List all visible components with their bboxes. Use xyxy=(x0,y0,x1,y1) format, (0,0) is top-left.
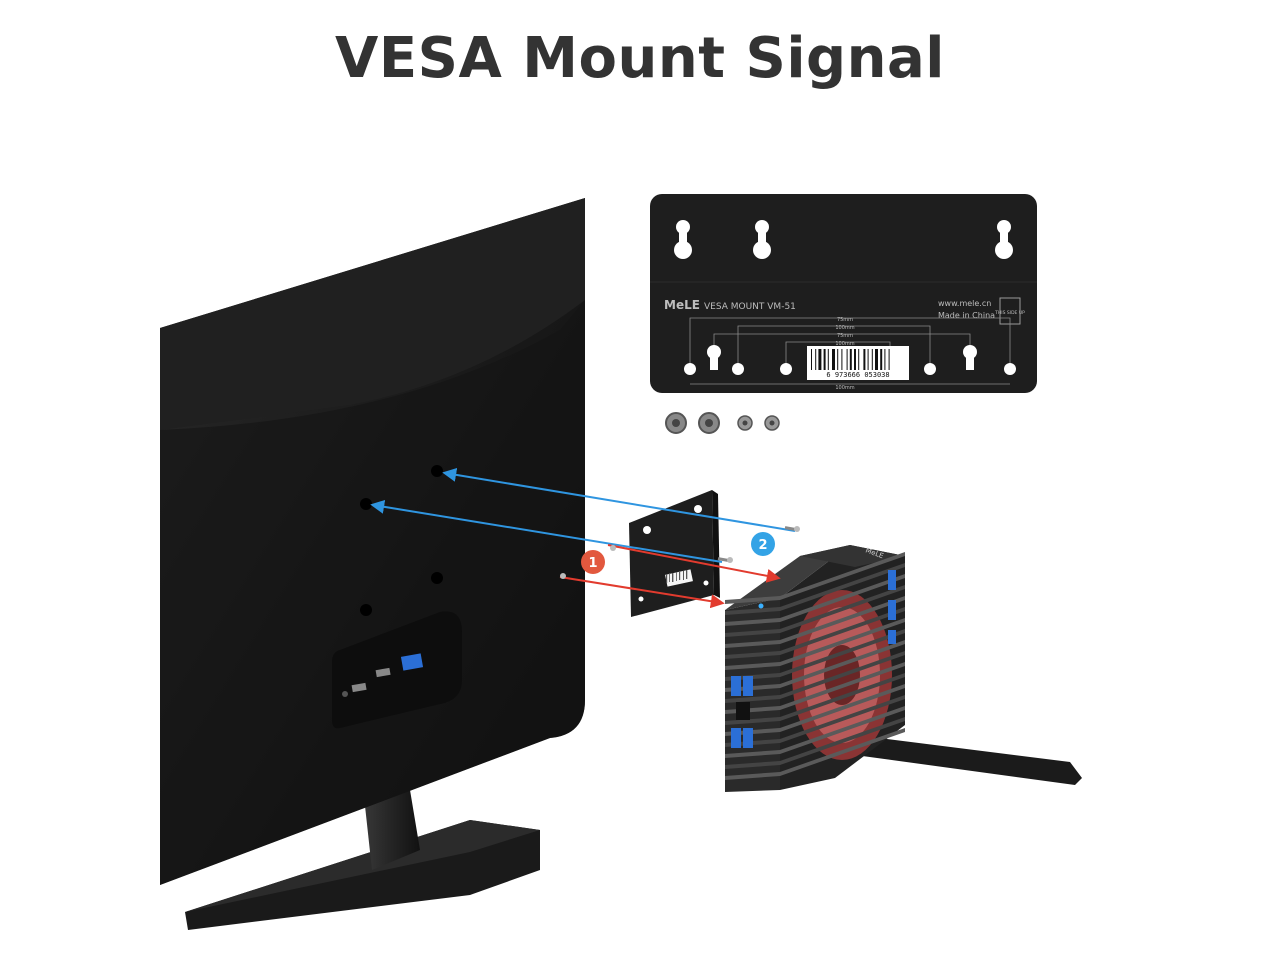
barcode: 6 973666 053038 xyxy=(807,346,909,380)
barcode-bar xyxy=(850,349,852,370)
monitor-vesa-hole xyxy=(431,465,443,477)
vesa-bracket-detail: MeLE VESA MOUNT VM-51 www.mele.cn Made i… xyxy=(650,194,1037,393)
barcode-bar xyxy=(875,349,878,370)
step-badge-1: 1 xyxy=(581,550,605,574)
power-led-icon xyxy=(759,604,764,609)
barcode-bar xyxy=(889,349,890,370)
barcode-bar xyxy=(811,349,812,370)
screw-set xyxy=(666,413,779,433)
bracket-origin: Made in China xyxy=(938,311,995,320)
monitor-vesa-hole xyxy=(431,572,443,584)
barcode-bar xyxy=(884,349,885,370)
barcode-bar xyxy=(872,349,873,370)
monitor-vesa-hole xyxy=(360,604,372,616)
dimension-label: 100mm xyxy=(835,325,854,331)
dimension-label: 75mm xyxy=(837,333,853,339)
step-badge-2: 2 xyxy=(751,532,775,556)
barcode-bar xyxy=(880,349,882,370)
dimension-label: 100mm xyxy=(835,385,854,391)
barcode-bar xyxy=(854,349,856,370)
barcode-bar xyxy=(841,349,842,370)
barcode-bar xyxy=(858,349,859,370)
barcode-bar xyxy=(832,349,835,370)
monitor xyxy=(160,198,585,930)
barcode-bar xyxy=(818,349,821,370)
barcode-bar xyxy=(837,349,838,370)
bracket-website: www.mele.cn xyxy=(938,299,991,308)
barcode-bar xyxy=(815,349,816,370)
barcode-bar xyxy=(863,349,865,370)
barcode-bar xyxy=(824,349,826,370)
monitor-vesa-hole xyxy=(360,498,372,510)
dimension-label: 75mm xyxy=(837,317,853,323)
svg-text:1: 1 xyxy=(588,556,597,571)
bracket-brand: MeLE xyxy=(664,298,700,312)
orientation-mark: THIS SIDE UP xyxy=(994,310,1025,316)
barcode-bar xyxy=(828,349,829,370)
bracket-model: VESA MOUNT VM-51 xyxy=(704,302,796,312)
barcode-bar xyxy=(868,349,869,370)
barcode-bar xyxy=(847,349,848,370)
barcode-number: 6 973666 053038 xyxy=(826,371,889,379)
svg-text:2: 2 xyxy=(758,538,767,553)
pc-stand xyxy=(855,735,1082,785)
